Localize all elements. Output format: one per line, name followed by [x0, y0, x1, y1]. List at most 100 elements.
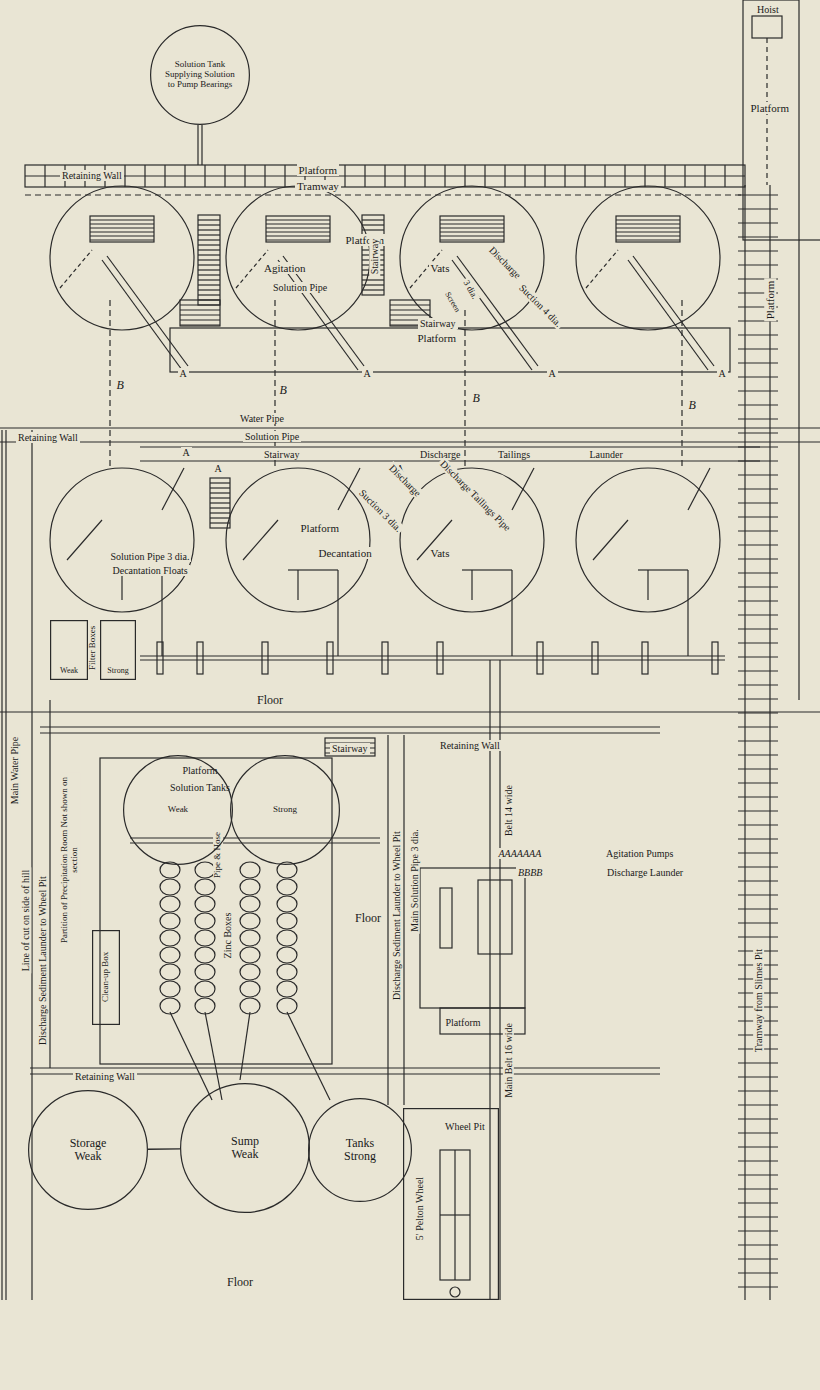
pulley [382, 642, 388, 674]
tramway-tie [738, 1244, 778, 1245]
agitation-vats [50, 186, 720, 330]
tramway-tie [738, 824, 778, 825]
zinc-cell [277, 913, 297, 929]
zinc-cell [195, 862, 215, 878]
tramway-tie [738, 768, 778, 769]
zinc-cell [240, 896, 260, 912]
stair-step [210, 482, 230, 483]
plan-label: Platform [764, 279, 776, 322]
node-outline [231, 756, 340, 865]
pulley [592, 642, 598, 674]
plan-label: Agitation Pumps [604, 848, 676, 859]
grid-tie [644, 165, 645, 187]
tramway-tie [738, 880, 778, 881]
plan-label: Main Belt 16 wide [502, 1021, 513, 1100]
tramway-tie [738, 376, 778, 377]
tramway-tie [738, 936, 778, 937]
node-text: Weak [60, 667, 78, 676]
tramway-tie [738, 922, 778, 923]
pulley [712, 642, 718, 674]
tramway-tie [738, 726, 778, 727]
stair-step [210, 517, 230, 518]
box-node: Clean-up Box [92, 930, 120, 1025]
tramway-tie [738, 460, 778, 461]
zinc-cell [160, 981, 180, 997]
pipe [60, 250, 92, 288]
node-text: Weak [74, 1150, 101, 1163]
plan-label: Platform [181, 765, 220, 776]
tramway-tie [738, 782, 778, 783]
zinc-cell [277, 896, 297, 912]
vat-hatch [266, 216, 330, 242]
grid-tie [164, 165, 165, 187]
plan-label: Stairway [330, 743, 370, 754]
stair-step [198, 274, 220, 275]
tramway-tie [738, 530, 778, 531]
pipe [511, 570, 512, 656]
zinc-cell [195, 930, 215, 946]
tramway-tie [738, 558, 778, 559]
tramway-tie [738, 684, 778, 685]
tramway-tie [738, 446, 778, 447]
plan-label: Solution Tanks [168, 782, 232, 793]
stair-step [362, 279, 384, 280]
hatch-line [90, 227, 154, 228]
dashed-line [25, 194, 745, 195]
plan-label: A [717, 368, 728, 379]
zinc-cell [240, 879, 260, 895]
tramway-tie [738, 348, 778, 349]
grid-tie [564, 165, 565, 187]
grid-tie [604, 165, 605, 187]
grid-tie [504, 165, 505, 187]
stair [180, 300, 220, 326]
belt [499, 660, 500, 1300]
tramway-tie [738, 418, 778, 419]
tramway-tie [738, 1202, 778, 1203]
pipe [308, 569, 338, 570]
grid-tie [244, 165, 245, 187]
plan-label: Retaining Wall [60, 170, 124, 181]
stair [210, 478, 230, 528]
plan-label: Platform [444, 1017, 483, 1028]
retaining-wall [0, 441, 820, 442]
tramway-tie [738, 250, 778, 251]
pipe [107, 256, 188, 366]
zinc-cell [277, 930, 297, 946]
plan-label: B [115, 379, 126, 392]
hatch-line [616, 231, 680, 232]
node-text: Weak [231, 1148, 258, 1161]
plan-label: Pipe & Hose [213, 830, 223, 880]
plan-label: BBBB [516, 867, 544, 878]
plan-label: B [687, 399, 698, 412]
tramway-tie [738, 1272, 778, 1273]
plan-label: Launder [588, 449, 625, 460]
stair-step [198, 294, 220, 295]
hatch-line [90, 219, 154, 220]
plan-label: Discharge [418, 449, 462, 460]
tramway-ties [738, 195, 778, 1287]
plan-label: Decantation [317, 547, 374, 559]
pipe [633, 256, 714, 366]
grid-tie [184, 165, 185, 187]
tank-circle: TanksStrong [308, 1098, 412, 1202]
zinc-cell [160, 947, 180, 963]
stair-step [210, 507, 230, 508]
plan-label: Suction 3 dia. [355, 485, 405, 535]
pulley [197, 642, 203, 674]
precipitation-room [100, 758, 332, 1064]
grid-tie [344, 165, 345, 187]
zinc-cell [160, 879, 180, 895]
tank-circle: StorageWeak [28, 1090, 148, 1210]
grid-tie [724, 165, 725, 187]
plan-label: Tramway from Slimes Pit [753, 946, 764, 1053]
plan-label: Tailings [496, 449, 532, 460]
plan-label: Suction 4 dia. [515, 280, 565, 330]
tramway-tie [738, 866, 778, 867]
decantation-details [67, 468, 710, 656]
tramway-tie [738, 852, 778, 853]
hoist-platform [743, 0, 799, 240]
zinc-cell [240, 862, 260, 878]
stair-step [210, 492, 230, 493]
